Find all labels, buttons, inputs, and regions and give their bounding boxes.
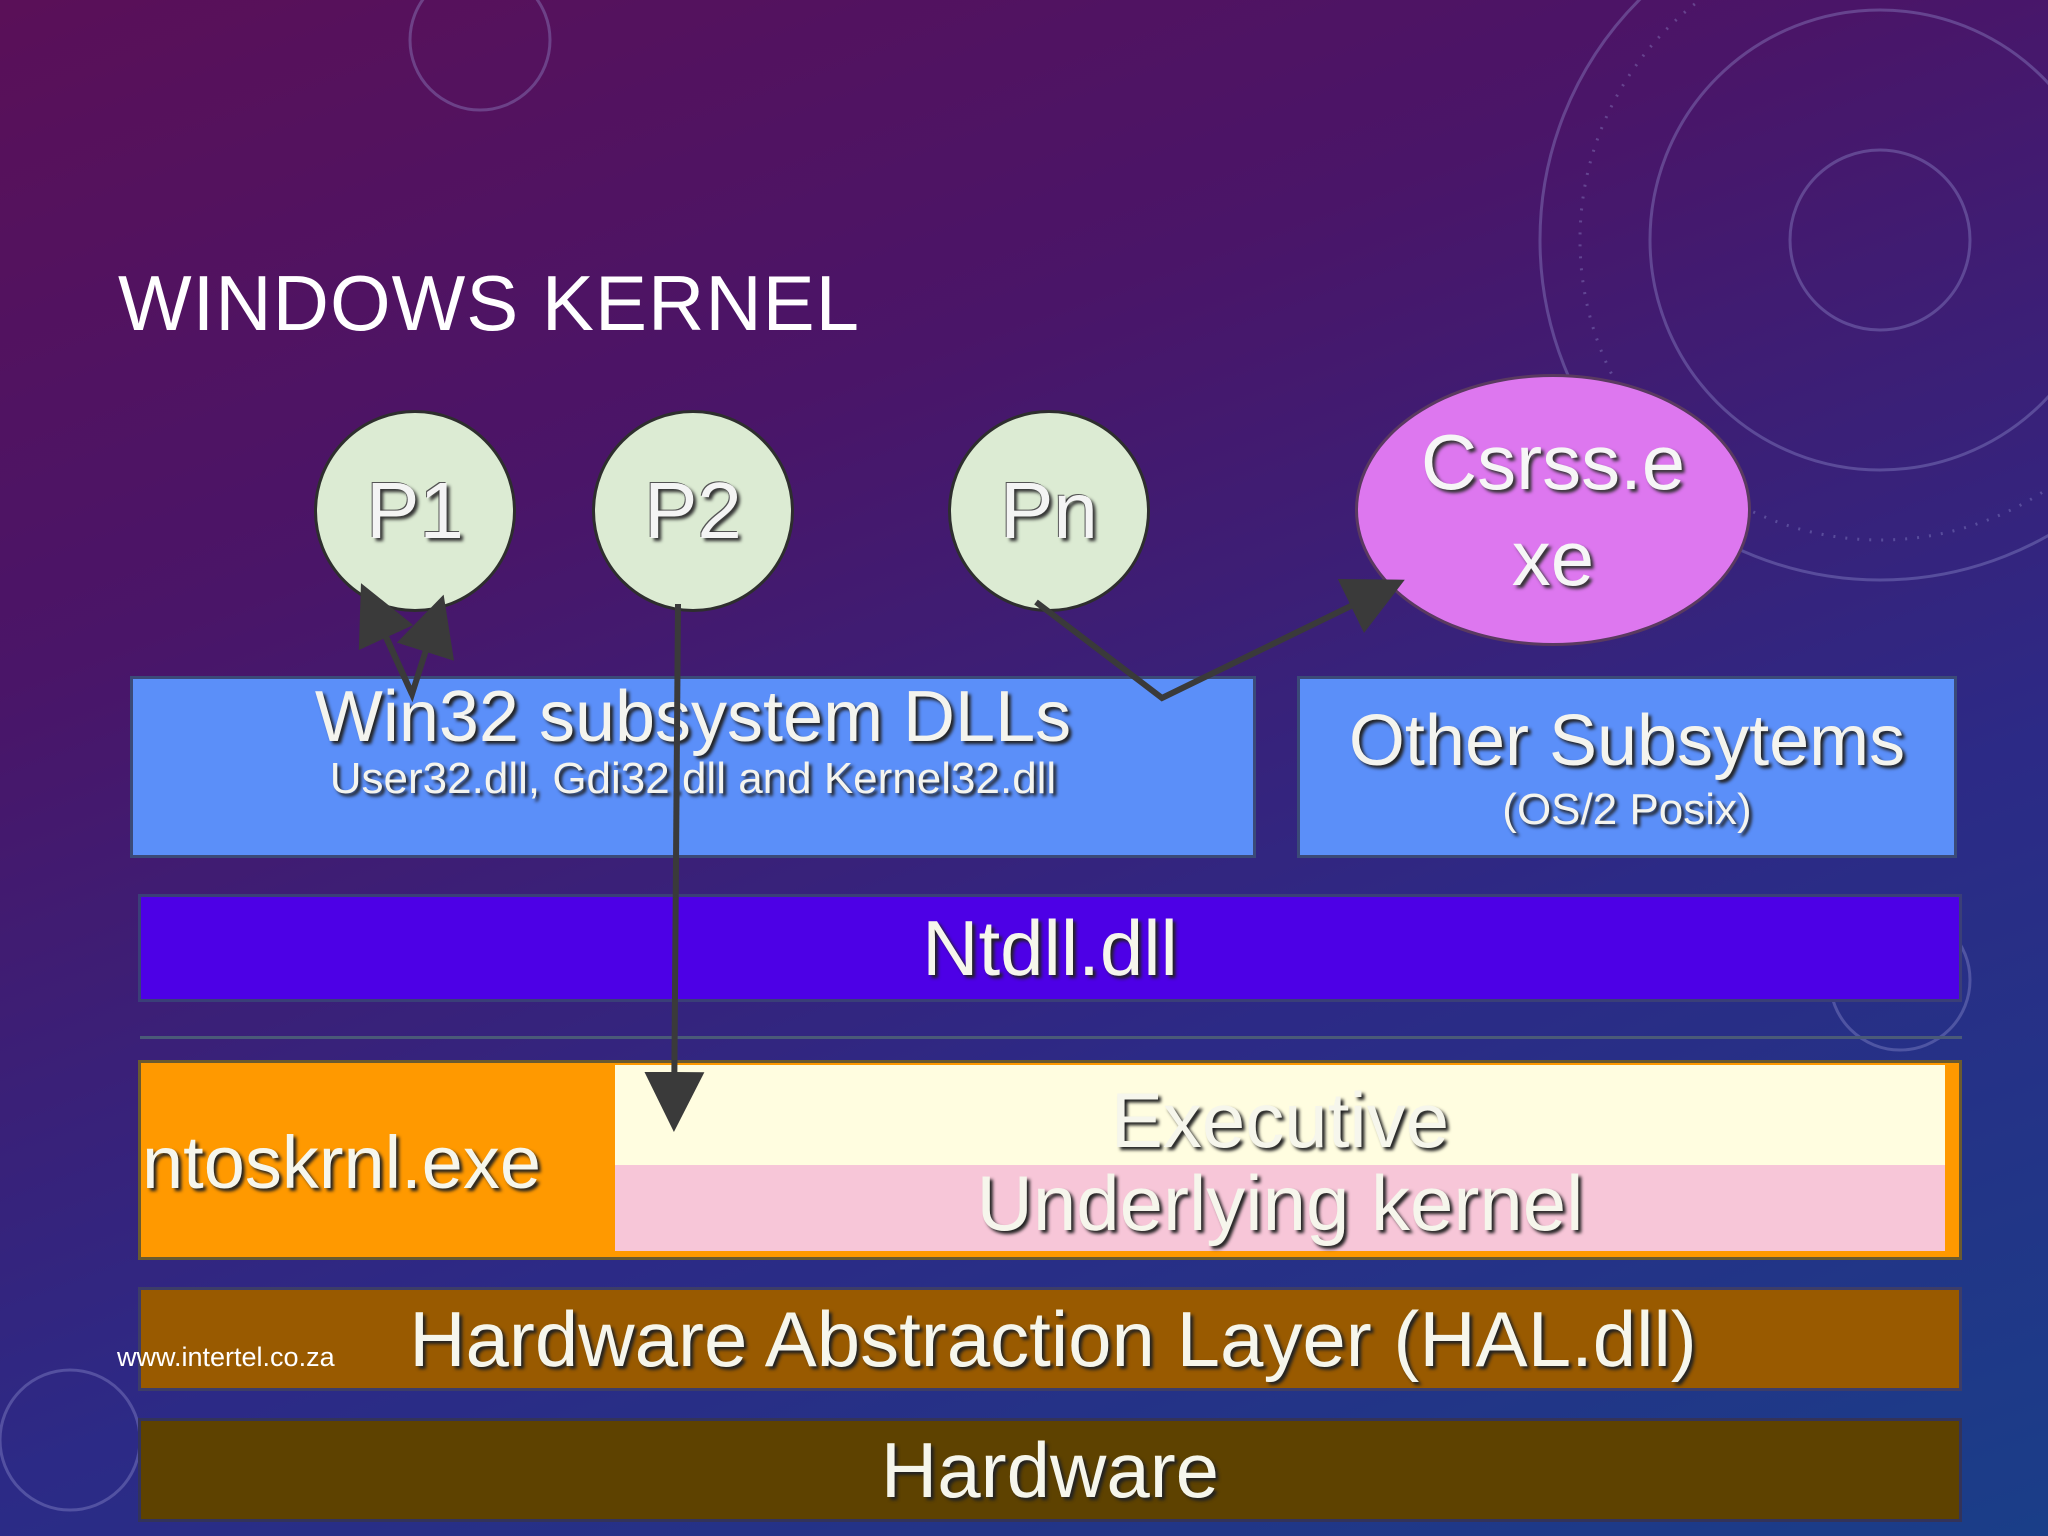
p1-return-arrow	[358, 583, 415, 696]
underlying-kernel-label: Underlying kernel	[976, 1158, 1584, 1247]
ntoskrnl-label: ntoskrnl.exe	[142, 1121, 541, 1204]
pn-to-csrss-arrow	[1034, 579, 1405, 702]
other-subsystems-box: Other Subsytems (OS/2 Posix)	[1297, 676, 1957, 858]
slide-title: WINDOWS KERNEL	[118, 259, 861, 347]
hardware-layer: Hardware	[138, 1418, 1962, 1522]
process-p2: P2	[592, 410, 794, 612]
ntdll-label: Ntdll.dll	[922, 903, 1178, 992]
other-subsystems-title: Other Subsytems	[1348, 701, 1906, 781]
hal-layer: Hardware Abstraction Layer (HAL.dll)	[138, 1287, 1962, 1391]
underlying-kernel-layer: Underlying kernel	[615, 1159, 1945, 1251]
win32-subsystem-box: Win32 subsystem DLLs User32.dll, Gdi32.d…	[130, 676, 1256, 858]
process-pn-label: Pn	[1000, 466, 1098, 555]
hal-label: Hardware Abstraction Layer (HAL.dll)	[409, 1294, 1697, 1383]
csrss-label-line1: Csrss.e	[1420, 418, 1686, 506]
other-subsystems-detail: (OS/2 Posix)	[1502, 785, 1752, 834]
process-pn: Pn	[948, 410, 1150, 612]
process-p2-label: P2	[644, 466, 742, 555]
executive-layer: Executive	[615, 1065, 1945, 1165]
website-url: www.intertel.co.za	[117, 1342, 335, 1372]
hardware-label: Hardware	[880, 1425, 1220, 1514]
process-p1-label: P1	[366, 466, 464, 555]
ntdll-layer: Ntdll.dll	[138, 894, 1962, 1002]
executive-label: Executive	[1110, 1075, 1450, 1164]
csrss-label-line2: xe	[1511, 514, 1595, 602]
p2-to-executive-arrow	[644, 603, 705, 1132]
layer-separator	[140, 1036, 1962, 1039]
process-p1: P1	[314, 410, 516, 612]
csrss-process: Csrss.e xe	[1355, 374, 1751, 646]
win32-subsystem-title: Win32 subsystem DLLs	[314, 677, 1072, 757]
win32-dll-list: User32.dll, Gdi32.dll and Kernel32.dll	[329, 754, 1057, 803]
